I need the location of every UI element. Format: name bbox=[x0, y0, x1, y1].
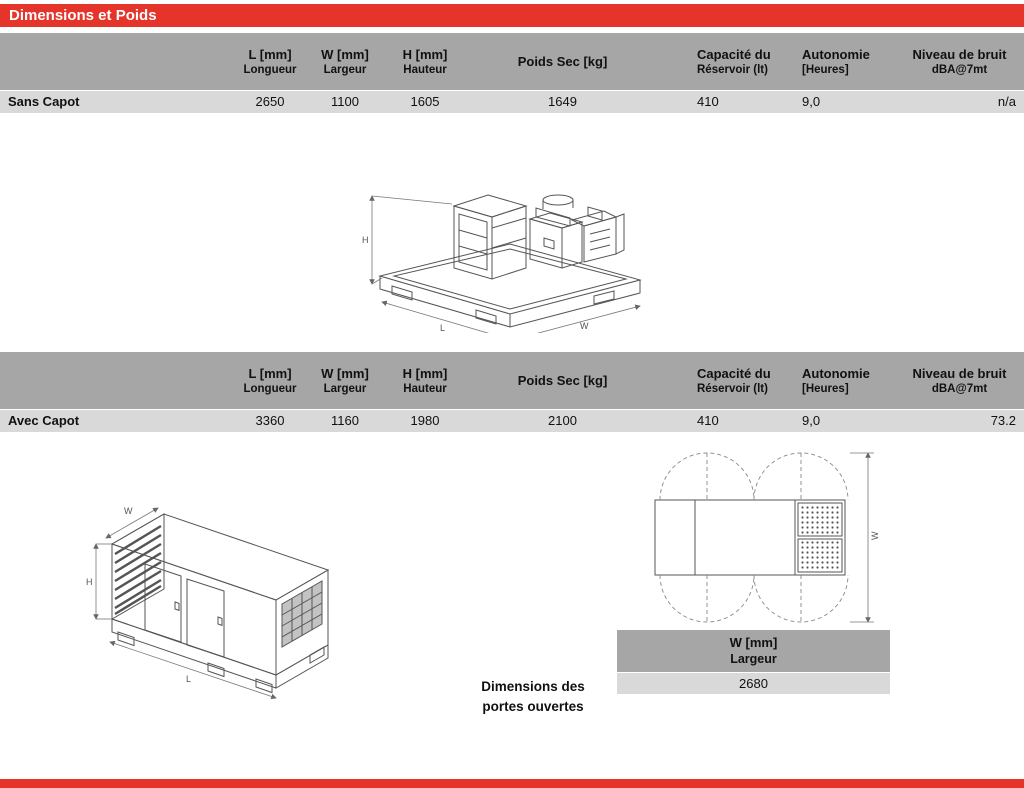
col-header-dry-weight: Poids Sec [kg] bbox=[517, 373, 608, 388]
open-doors-top-view-drawing: W bbox=[654, 452, 880, 623]
caption-line-2: portes ouvertes bbox=[482, 699, 584, 714]
header-empty-cell bbox=[0, 352, 230, 409]
top-view-body bbox=[654, 499, 846, 576]
door-width-value: 2680 bbox=[617, 673, 890, 694]
page-title-bar: Dimensions et Poids bbox=[0, 4, 1024, 27]
open-doors-caption: Dimensions des portes ouvertes bbox=[450, 677, 616, 717]
dim-label-l: L bbox=[440, 323, 445, 333]
value-noise-level: n/a bbox=[997, 94, 1016, 109]
value-dry-weight: 2100 bbox=[548, 413, 577, 428]
value-tank-capacity: 410 bbox=[697, 94, 719, 109]
genset-dimension-lines bbox=[369, 195, 641, 333]
dim-label-w: W bbox=[580, 321, 589, 331]
col-header-noise-level: Niveau de bruit dBA@7mt bbox=[912, 365, 1007, 395]
table-avec-capot-header: L [mm] Longueur W [mm] Largeur H [mm] Ha… bbox=[0, 352, 1024, 409]
row-label: Avec Capot bbox=[8, 413, 80, 428]
open-genset-drawing: H L W bbox=[362, 194, 642, 333]
genset-dimension-labels: H L W bbox=[362, 235, 589, 333]
header-empty-cell bbox=[0, 33, 230, 90]
col-header-width: W [mm] Largeur bbox=[321, 365, 369, 395]
col-header-autonomy: Autonomie [Heures] bbox=[802, 365, 870, 395]
value-length: 3360 bbox=[255, 413, 285, 428]
caption-line-1: Dimensions des bbox=[481, 679, 585, 694]
door-width-table: W [mm] Largeur 2680 bbox=[617, 630, 890, 694]
value-noise-level: 73.2 bbox=[990, 413, 1016, 428]
value-length: 2650 bbox=[255, 94, 285, 109]
col-header-tank-capacity: Capacité du Réservoir (lt) bbox=[697, 46, 771, 76]
canopy-dimension-labels: H L W bbox=[86, 506, 191, 684]
table-sans-capot-header: L [mm] Longueur W [mm] Largeur H [mm] Ha… bbox=[0, 33, 1024, 90]
table-sans-capot: L [mm] Longueur W [mm] Largeur H [mm] Ha… bbox=[0, 33, 1024, 113]
table-avec-capot: L [mm] Longueur W [mm] Largeur H [mm] Ha… bbox=[0, 352, 1024, 432]
col-header-width: W [mm] Largeur bbox=[321, 46, 369, 76]
value-autonomy: 9,0 bbox=[802, 413, 821, 428]
door-swing-arcs bbox=[659, 452, 849, 623]
col-header-tank-capacity: Capacité du Réservoir (lt) bbox=[697, 365, 771, 395]
dim-label-w: W bbox=[124, 506, 133, 516]
value-autonomy: 9,0 bbox=[802, 94, 821, 109]
col-header-height: H [mm] Hauteur bbox=[402, 46, 448, 76]
col-header-length: L [mm] Longueur bbox=[243, 46, 297, 76]
canopy-dimension-lines bbox=[93, 507, 277, 700]
col-header-length: L [mm] Longueur bbox=[243, 365, 297, 395]
value-height: 1980 bbox=[410, 413, 440, 428]
value-height: 1605 bbox=[410, 94, 440, 109]
table-row-avec-capot: Avec Capot 3360 1160 1980 2100 410 9,0 7… bbox=[0, 410, 1024, 432]
top-view-dimension-lines bbox=[850, 452, 874, 623]
row-label: Sans Capot bbox=[8, 94, 80, 109]
dim-label-h: H bbox=[86, 577, 93, 587]
bottom-accent-bar bbox=[0, 779, 1024, 788]
value-dry-weight: 1649 bbox=[548, 94, 577, 109]
value-tank-capacity: 410 bbox=[697, 413, 719, 428]
canopy-louvers bbox=[114, 524, 162, 616]
dim-label-l: L bbox=[186, 674, 191, 684]
door-width-header-unit: W [mm] bbox=[729, 635, 778, 650]
dim-label-w: W bbox=[870, 531, 880, 540]
page-title: Dimensions et Poids bbox=[9, 7, 157, 24]
col-header-height: H [mm] Hauteur bbox=[402, 365, 448, 395]
value-width: 1160 bbox=[331, 413, 359, 428]
dim-label-h: H bbox=[362, 235, 369, 245]
col-header-noise-level: Niveau de bruit dBA@7mt bbox=[912, 46, 1007, 76]
genset-body-lines bbox=[378, 194, 642, 328]
col-header-dry-weight: Poids Sec [kg] bbox=[517, 54, 608, 69]
canopy-body-lines bbox=[110, 513, 330, 694]
door-width-table-header: W [mm] Largeur bbox=[617, 630, 890, 672]
value-width: 1100 bbox=[331, 94, 359, 109]
canopy-genset-drawing: H L W bbox=[86, 506, 330, 700]
table-row-sans-capot: Sans Capot 2650 1100 1605 1649 410 9,0 n… bbox=[0, 91, 1024, 113]
door-width-header-label: Largeur bbox=[730, 652, 777, 666]
col-header-autonomy: Autonomie [Heures] bbox=[802, 46, 870, 76]
